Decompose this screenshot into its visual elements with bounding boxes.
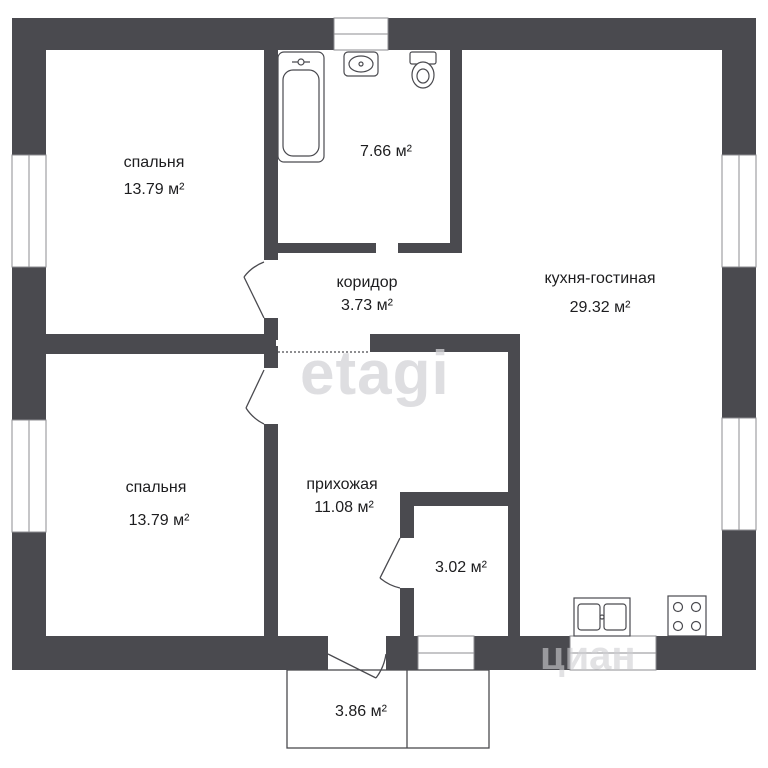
room-area: 3.73 м² <box>341 297 393 314</box>
window-left-lower <box>11 419 47 533</box>
window-top <box>333 17 389 51</box>
room-area: 3.86 м² <box>335 703 387 720</box>
door-bedroom-top <box>243 261 265 319</box>
room-area: 7.66 м² <box>360 143 412 160</box>
etagi-watermark: etagi <box>300 339 450 408</box>
windows <box>11 17 757 671</box>
room-name: прихожая <box>306 476 378 493</box>
cian-watermark: циан <box>540 634 636 678</box>
room-area: 11.08 м² <box>314 499 374 516</box>
room-area: 29.32 м² <box>569 299 631 316</box>
room-area: 13.79 м² <box>128 512 190 529</box>
window-right-lower <box>721 417 757 531</box>
room-name: спальня <box>125 479 187 496</box>
interior-walls <box>46 50 520 636</box>
kitchen-sink-icon <box>573 597 631 637</box>
bathtub-icon <box>277 51 325 163</box>
outer-walls <box>12 18 756 670</box>
window-bottom-kitchen <box>569 635 657 671</box>
room-name: спальня <box>123 154 185 171</box>
room-name: кухня-гостиная <box>544 270 656 287</box>
room-area: 3.02 м² <box>435 559 487 576</box>
room-area: 13.79 м² <box>123 181 185 198</box>
window-left-upper <box>11 154 47 268</box>
porch-outline <box>286 669 490 749</box>
sink-icon <box>343 51 379 77</box>
toilet-icon <box>409 51 437 89</box>
window-right-upper <box>721 154 757 268</box>
room-name: коридор <box>336 274 398 291</box>
window-bottom-storage <box>417 635 475 671</box>
doors <box>243 261 401 679</box>
door-bedroom-bottom <box>245 369 265 425</box>
door-storage <box>379 537 401 589</box>
stove-icon <box>667 595 707 637</box>
door-entrance <box>327 653 387 679</box>
